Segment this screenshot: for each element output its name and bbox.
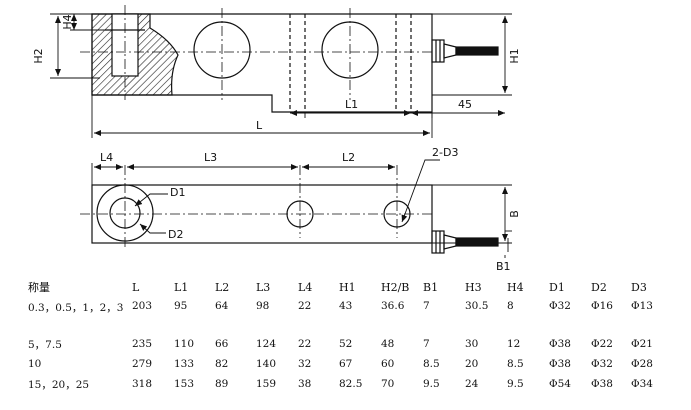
label-h4: H4	[61, 14, 74, 29]
table-cell: 153	[174, 378, 195, 390]
table-row: 5，7.5 235 110 66 124 22 52 48 7 30 12 Φ38 Φ22 Φ21	[28, 334, 653, 354]
table-cell: 235	[132, 338, 153, 350]
table-cell: 82	[215, 358, 229, 370]
table-cell: L3	[256, 280, 271, 294]
bottom-cable-gland	[431, 230, 445, 254]
top-cable-gland	[431, 39, 445, 63]
label-h2: H2	[32, 48, 45, 63]
table-cell: H2/B	[381, 280, 410, 294]
table-cell: H4	[507, 280, 524, 294]
table-cell: 5，7.5	[28, 338, 62, 351]
top-cable	[455, 46, 499, 56]
table-cell: 203	[132, 300, 153, 312]
table-cell: 48	[381, 338, 395, 350]
label-l2: L2	[342, 151, 355, 164]
table-cell: 279	[132, 358, 153, 370]
table-cell: D2	[591, 280, 607, 294]
table-row: 15，20，25 318 153 89 159 38 82.5 70 9.5 24 9.5 Φ54 Φ3…	[28, 374, 653, 394]
label-l: L	[256, 119, 263, 132]
table-cell: 20	[465, 358, 479, 370]
table-cell: 32	[298, 358, 312, 370]
table-cell: Φ13	[631, 300, 653, 312]
table-cell: 318	[132, 378, 153, 390]
table-cell: 0.3，0.5，1，2，3	[28, 302, 124, 314]
table-cell: 8.5	[423, 358, 440, 370]
table-cell: Φ38	[591, 378, 613, 390]
table-cell: Φ34	[631, 378, 653, 390]
table-cell: 133	[174, 358, 195, 370]
table-cell: 30	[465, 338, 479, 350]
table-cell: 52	[339, 338, 353, 350]
table-cell: H1	[339, 280, 356, 294]
table-cell: 66	[215, 338, 229, 350]
bottom-cable	[455, 237, 499, 247]
table-cell: 36.6	[381, 300, 405, 312]
table-row: 0.3，0.5，1，2，3 203 95 64 98 22 43 36.6 7 30.5 8 Φ32 Φ…	[28, 298, 653, 334]
table-cell: 30.5	[465, 300, 489, 312]
table-cell: 24	[465, 378, 479, 390]
table-cell: L2	[215, 280, 230, 294]
table-cell: 38	[298, 378, 312, 390]
table-cell: Φ38	[549, 358, 571, 370]
table-cell: H3	[465, 280, 482, 294]
table-cell: 64	[215, 300, 229, 312]
table-cell: 22	[298, 300, 312, 312]
spec-table: 称量 L L1 L2 L3 L4 H1 H2/B B1 H3 H4 D1 D2 D3 0.3，0.5，1，2…	[28, 276, 653, 394]
table-cell: 124	[256, 338, 277, 350]
table-cell: 140	[256, 358, 277, 370]
label-d2: D2	[168, 228, 183, 241]
top-view	[80, 5, 499, 113]
table-cell: D3	[631, 280, 647, 294]
table-cell: 12	[507, 338, 521, 350]
table-cell: 7	[423, 300, 430, 312]
table-cell: L	[132, 280, 140, 294]
table-cell: Φ21	[631, 338, 653, 350]
table-cell: 110	[174, 338, 195, 350]
table-header-row: 称量 L L1 L2 L3 L4 H1 H2/B B1 H3 H4 D1 D2 D3	[28, 276, 653, 298]
table-cell: 9.5	[507, 378, 524, 390]
table-cell: 159	[256, 378, 277, 390]
label-h1: H1	[508, 48, 521, 63]
table-cell: 10	[28, 358, 42, 370]
table-cell: 称量	[28, 281, 50, 294]
table-row: 10 279 133 82 140 32 67 60 8.5 20 8.5 Φ38 Φ32 Φ28	[28, 354, 653, 374]
table-cell: 70	[381, 378, 395, 390]
label-l1: L1	[345, 98, 358, 111]
table-cell: Φ38	[549, 338, 571, 350]
bottom-view	[80, 165, 499, 254]
label-l4: L4	[100, 151, 113, 164]
table-cell: 8	[507, 300, 514, 312]
table-cell: D1	[549, 280, 565, 294]
table-cell: 60	[381, 358, 395, 370]
table-cell: 22	[298, 338, 312, 350]
label-d3: 2-D3	[432, 146, 458, 159]
table-cell: Φ32	[549, 300, 571, 312]
table-cell: Φ54	[549, 378, 571, 390]
table-cell: 95	[174, 300, 188, 312]
label-d1: D1	[170, 186, 185, 199]
table-cell: B1	[423, 280, 439, 294]
load-cell-drawing: H2 H4 H1 L1 45 L L4 L	[32, 5, 521, 273]
table-cell: L1	[174, 280, 189, 294]
table-cell: Φ32	[591, 358, 613, 370]
table-cell: 89	[215, 378, 229, 390]
table-cell: 98	[256, 300, 270, 312]
table-cell: 7	[423, 338, 430, 350]
label-l3: L3	[204, 151, 217, 164]
table-cell: Φ16	[591, 300, 613, 312]
table-cell: 82.5	[339, 378, 363, 390]
table-cell: 9.5	[423, 378, 440, 390]
table-cell: 43	[339, 300, 353, 312]
table-cell: Φ28	[631, 358, 653, 370]
table-cell: 15，20，25	[28, 378, 90, 391]
label-45: 45	[458, 98, 472, 111]
table-cell: 8.5	[507, 358, 524, 370]
table-cell: Φ22	[591, 338, 613, 350]
label-b: B	[508, 210, 521, 218]
table-cell: 67	[339, 358, 353, 370]
label-b1: B1	[496, 260, 511, 273]
table-cell: L4	[298, 280, 313, 294]
